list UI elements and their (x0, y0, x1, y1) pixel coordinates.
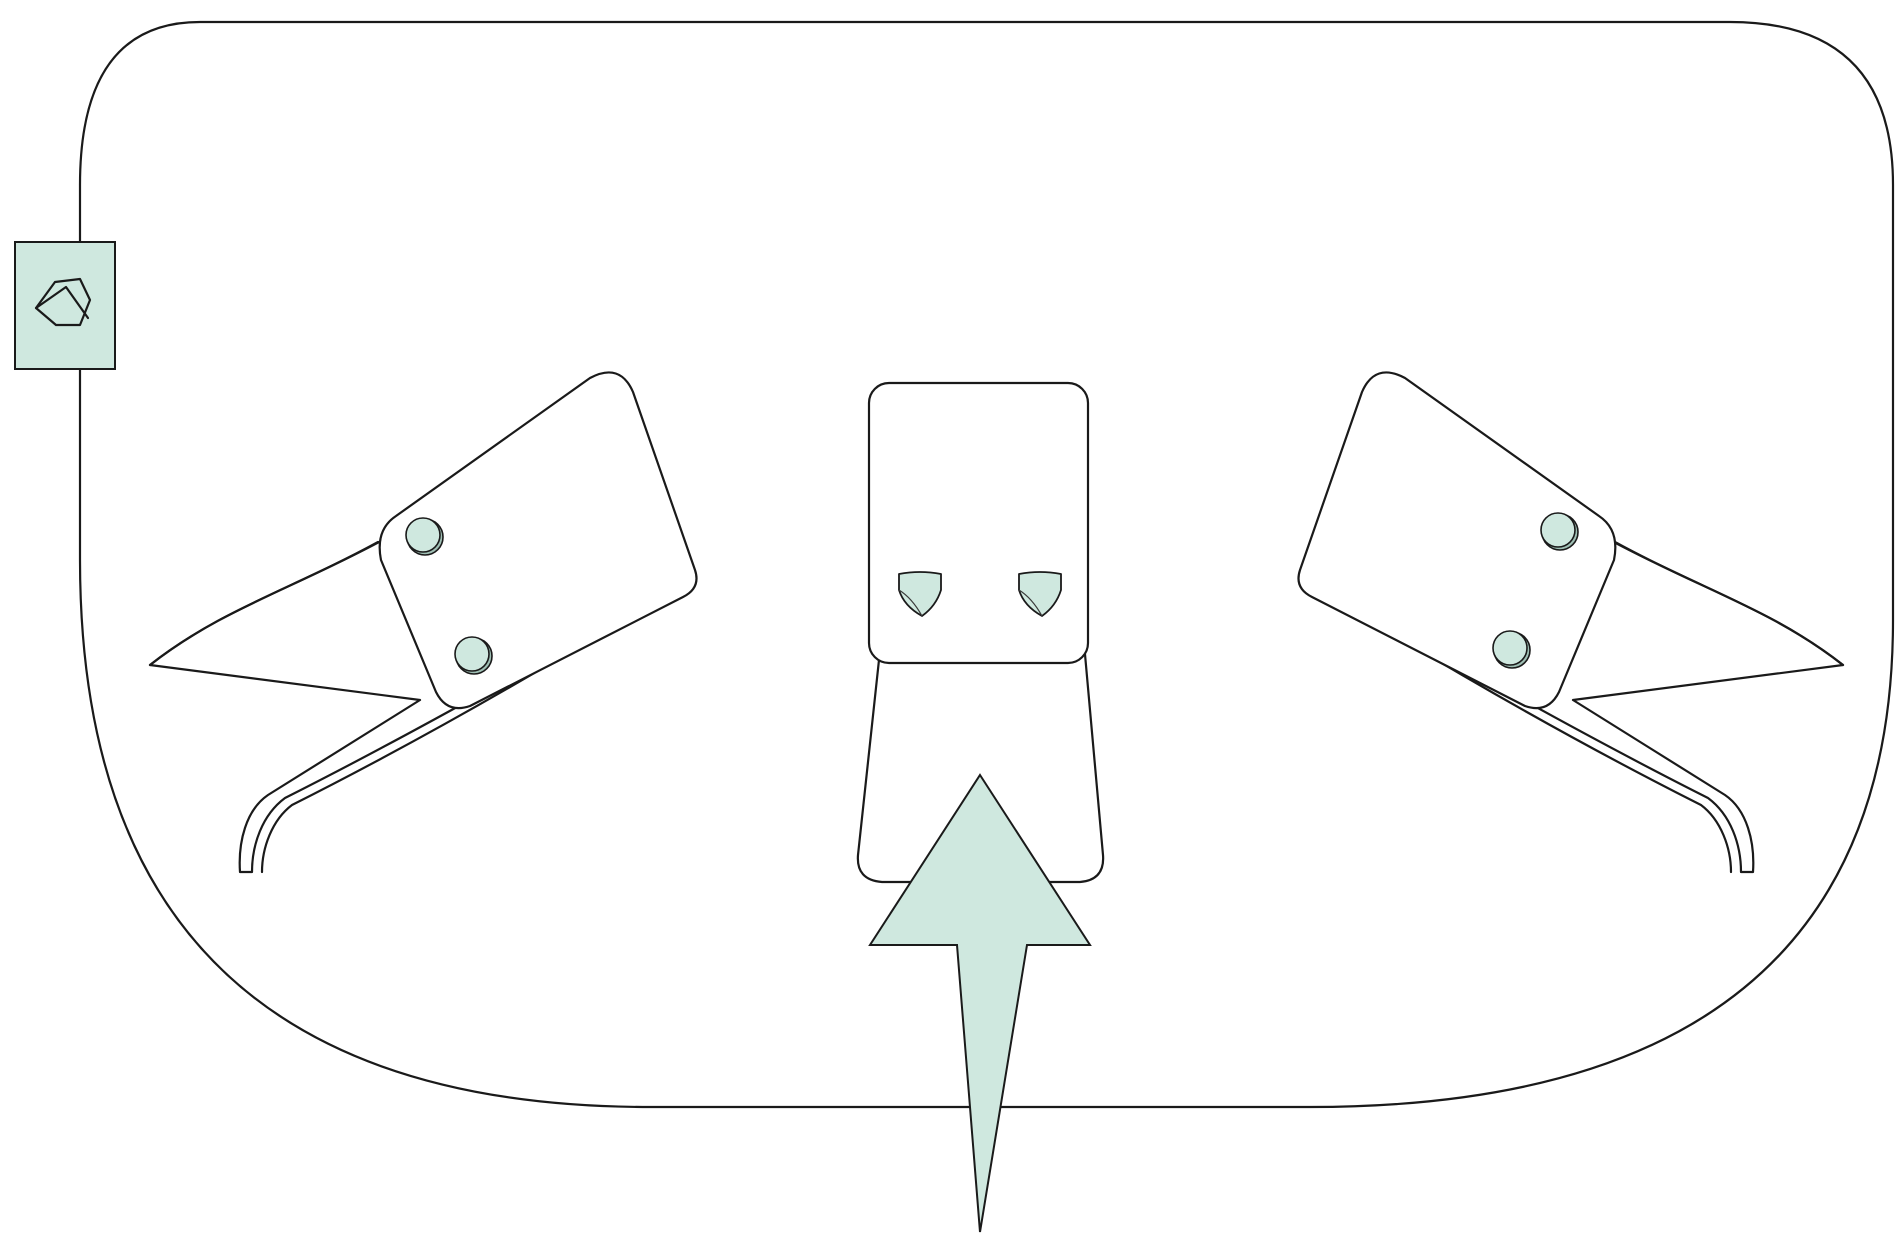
chair-right (1297, 371, 1845, 874)
corner-tab (14, 241, 116, 370)
chair-right-seat (1297, 371, 1617, 710)
corner-tab-background (14, 241, 116, 370)
chair-left (148, 371, 698, 874)
chair-center-seat (856, 630, 1105, 884)
bolt (405, 517, 441, 553)
chair-right-back-line (1613, 540, 1845, 667)
chair-center-back (867, 381, 1090, 665)
bolt (454, 636, 490, 672)
chair-left-back-line (148, 540, 380, 667)
bolt-shield (1018, 571, 1062, 617)
bolt (1492, 630, 1528, 666)
bolt (1540, 512, 1576, 548)
bolt-shield-edge (1018, 589, 1043, 617)
bolt-group (405, 512, 1579, 675)
bolt-shield-edge (898, 589, 923, 617)
bolt-shield (898, 571, 942, 617)
table-outline (78, 20, 1895, 1109)
eraser-icon (34, 277, 92, 327)
chair-left-seat (378, 371, 698, 710)
arrow-up-icon (868, 773, 1092, 1233)
